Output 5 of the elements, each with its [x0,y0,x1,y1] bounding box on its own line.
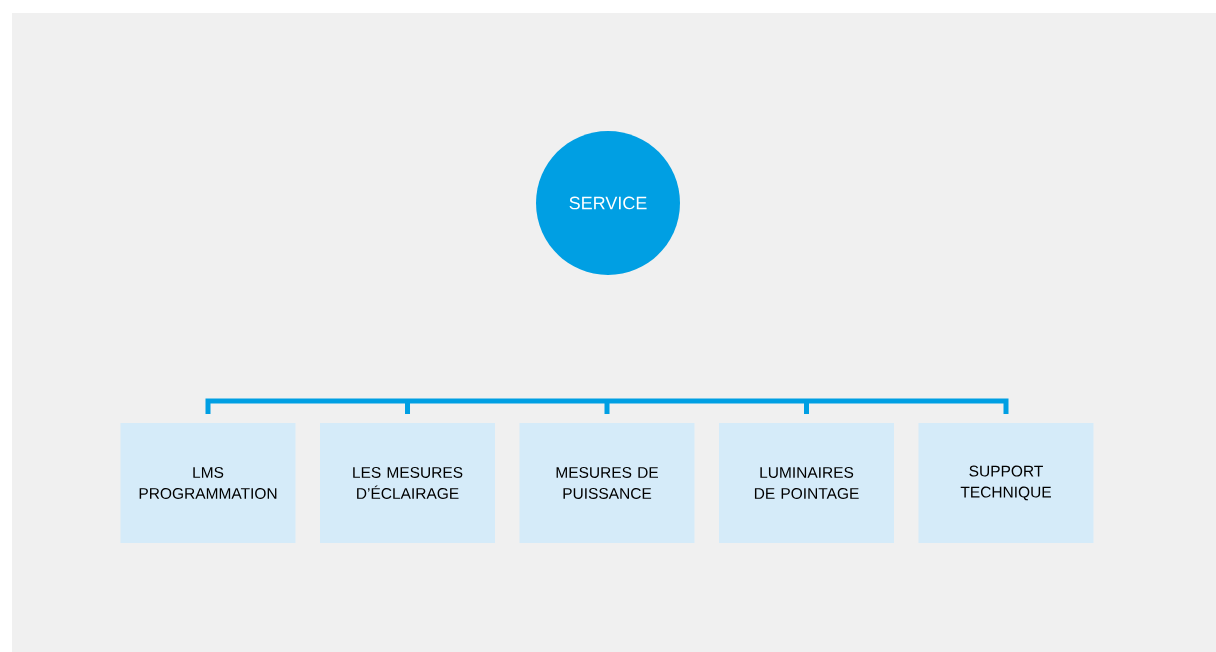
service-box: MESURES DE PUISSANCE [519,423,695,543]
service-box: SUPPORT TECHNIQUE [918,423,1094,543]
service-box: LUMINAIRES DE POINTAGE [719,423,894,543]
service-box: LES MESURES D’ÉCLAIRAGE [320,423,495,543]
service-box: LMS PROGRAMMATION [120,423,296,543]
